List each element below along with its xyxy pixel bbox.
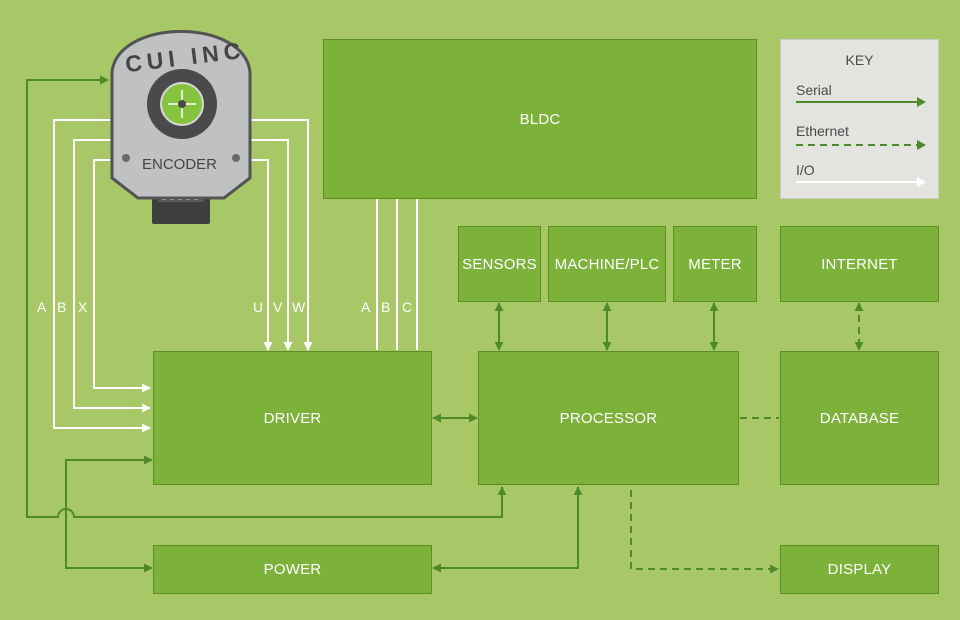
key-serial-arrow bbox=[917, 97, 926, 107]
processor-block: PROCESSOR bbox=[478, 351, 739, 485]
key-lines bbox=[796, 97, 926, 187]
signal-label-hall-u: U bbox=[253, 299, 264, 315]
key-ethernet-arrow bbox=[917, 140, 926, 150]
processor-to-power-line bbox=[432, 486, 583, 573]
encoder-screw-right bbox=[232, 154, 240, 162]
key-serial-label: Serial bbox=[796, 82, 832, 98]
encoder-screw-left bbox=[122, 154, 130, 162]
key-io-label: I/O bbox=[796, 162, 815, 178]
encoder-graphic bbox=[110, 30, 252, 224]
encoder-uvw-lines bbox=[244, 119, 313, 351]
processor-to-encoder-line bbox=[26, 75, 507, 518]
hall-w-line bbox=[244, 119, 313, 351]
signal-label-hall-v: V bbox=[273, 299, 283, 315]
bldc-abc-lines bbox=[376, 199, 418, 350]
display-block: DISPLAY bbox=[780, 545, 939, 594]
internet-block: INTERNET bbox=[780, 226, 939, 302]
key-ethernet-label: Ethernet bbox=[796, 123, 849, 139]
key-panel: KEY Serial Ethernet I/O bbox=[780, 39, 939, 199]
signal-label-hall-w: W bbox=[292, 299, 306, 315]
processor-to-display-line bbox=[630, 490, 779, 574]
signal-label-bldc-c: C bbox=[402, 299, 413, 315]
key-io-arrow bbox=[917, 177, 926, 187]
database-block: DATABASE bbox=[780, 351, 939, 485]
serial-lines bbox=[26, 75, 719, 573]
signal-label-encoder-x: X bbox=[78, 299, 88, 315]
hall-u-line bbox=[244, 159, 273, 351]
signal-label-bldc-b: B bbox=[381, 299, 391, 315]
driver-block: DRIVER bbox=[153, 351, 432, 485]
encoder-label: ENCODER bbox=[142, 156, 218, 173]
bldc-block: BLDC bbox=[323, 39, 757, 199]
signal-label-encoder-a: A bbox=[37, 299, 47, 315]
machine-plc-block: MACHINE/PLC bbox=[548, 226, 666, 302]
signal-label-bldc-a: A bbox=[361, 299, 371, 315]
power-to-driver-line bbox=[65, 455, 153, 573]
ethernet-lines bbox=[630, 302, 864, 574]
signal-label-encoder-b: B bbox=[57, 299, 67, 315]
power-block: POWER bbox=[153, 545, 432, 594]
key-title: KEY bbox=[845, 52, 874, 68]
sensors-block: SENSORS bbox=[458, 226, 541, 302]
meter-block: METER bbox=[673, 226, 757, 302]
